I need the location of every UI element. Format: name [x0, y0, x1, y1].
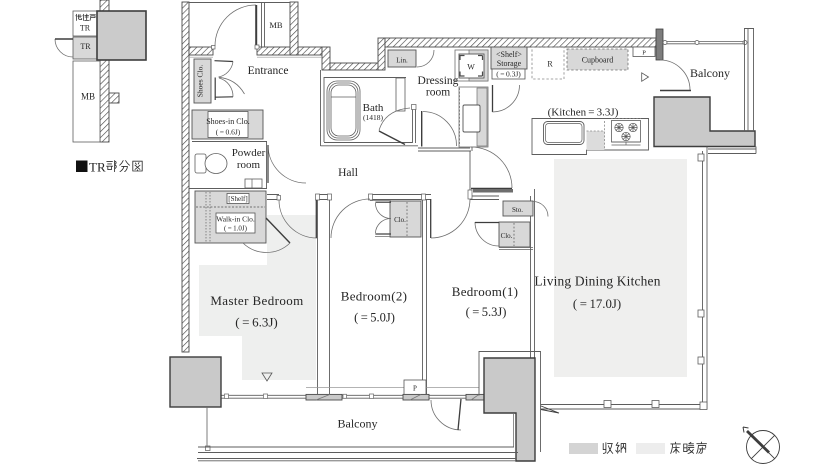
svg-text:Cupboard: Cupboard: [582, 56, 614, 65]
svg-text:(1418): (1418): [363, 113, 383, 122]
svg-text:P: P: [642, 50, 646, 57]
svg-text:Bath: Bath: [363, 102, 384, 114]
svg-text:TR: TR: [80, 24, 91, 33]
svg-text:Storage: Storage: [497, 59, 522, 68]
svg-text:P: P: [413, 385, 417, 393]
svg-text:( = 5.3J): ( = 5.3J): [466, 305, 507, 319]
svg-text:[Shelf]: [Shelf]: [228, 195, 247, 203]
svg-text:Balcony: Balcony: [690, 66, 730, 80]
svg-text:TR: TR: [80, 42, 91, 51]
svg-text:Entrance: Entrance: [248, 65, 289, 77]
svg-text:W: W: [467, 63, 475, 72]
svg-text:Clo.: Clo.: [501, 232, 513, 240]
svg-text:<Shelf>: <Shelf>: [496, 50, 522, 59]
svg-text:MB: MB: [269, 20, 283, 30]
svg-text:( = 0.6J): ( = 0.6J): [216, 128, 241, 137]
svg-text:( = 6.3J): ( = 6.3J): [235, 315, 278, 330]
svg-text:( = 17.0J): ( = 17.0J): [573, 297, 621, 311]
svg-text:Shoes Clo.: Shoes Clo.: [196, 65, 205, 98]
svg-text:Powder: Powder: [232, 147, 266, 159]
svg-text:( = 0.3J): ( = 0.3J): [496, 70, 521, 79]
svg-text:( = 1.0J): ( = 1.0J): [224, 225, 248, 233]
svg-text:room: room: [237, 159, 261, 171]
svg-text:Bedroom(1): Bedroom(1): [452, 284, 519, 299]
svg-text:Sto.: Sto.: [512, 206, 523, 214]
svg-text:Walk-in Clo.: Walk-in Clo.: [216, 215, 255, 224]
svg-text:Living Dining Kitchen: Living Dining Kitchen: [534, 274, 660, 289]
svg-text:R: R: [547, 60, 553, 69]
svg-text:Master Bedroom: Master Bedroom: [210, 293, 303, 308]
svg-text:Lin.: Lin.: [396, 57, 408, 65]
svg-text:TR: TR: [89, 160, 106, 175]
svg-text:( = 5.0J): ( = 5.0J): [354, 311, 395, 325]
svg-text:Clo.: Clo.: [394, 216, 406, 224]
svg-text:Dressing: Dressing: [418, 75, 459, 87]
svg-text:MB: MB: [81, 92, 95, 102]
svg-text:Shoes-in Clo.: Shoes-in Clo.: [206, 117, 250, 126]
svg-text:(Kitchen = 3.3J): (Kitchen = 3.3J): [548, 107, 619, 119]
svg-text:Hall: Hall: [338, 167, 358, 179]
svg-text:room: room: [426, 87, 450, 99]
svg-text:Bedroom(2): Bedroom(2): [341, 289, 408, 304]
svg-text:Balcony: Balcony: [338, 417, 378, 431]
